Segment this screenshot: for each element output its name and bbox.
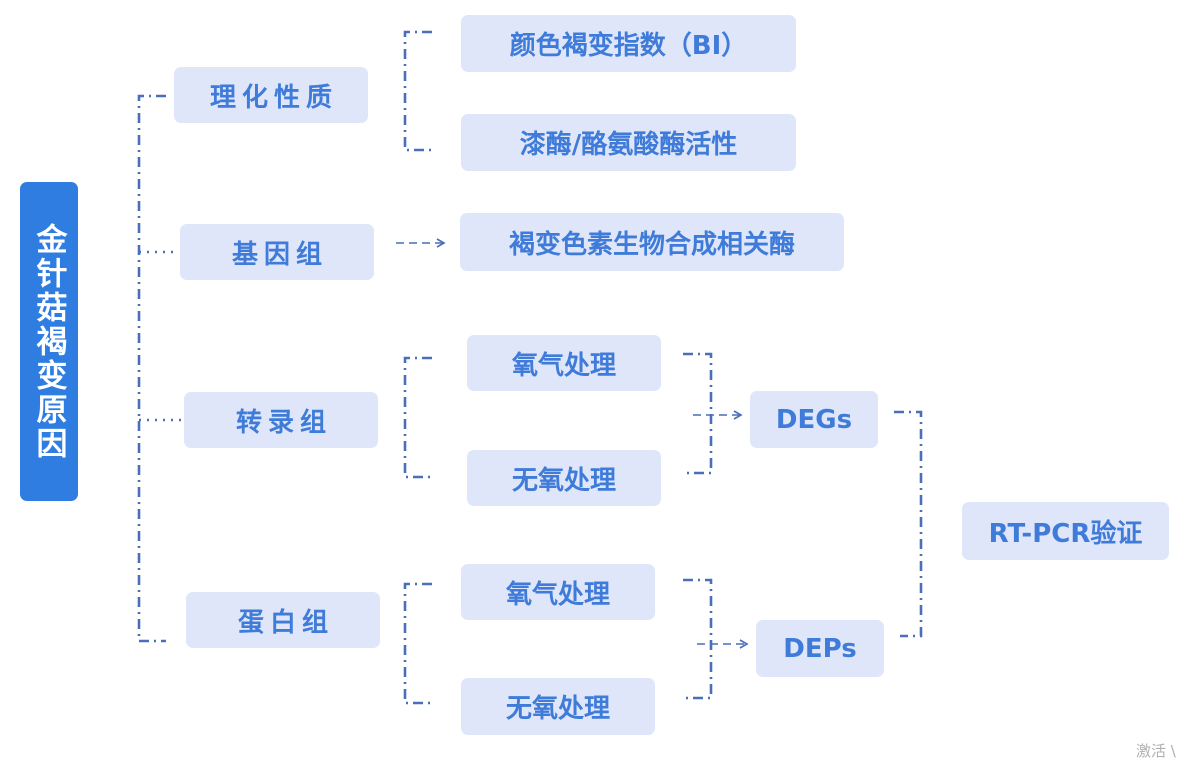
transcriptome-right-bracket (683, 352, 713, 475)
category-genome: 基因组 (180, 224, 374, 280)
validation-node: RT-PCR验证 (962, 502, 1169, 560)
transcriptome-left-bracket (403, 356, 432, 479)
category-proteome: 蛋白组 (186, 592, 380, 648)
root-label: 金针菇褐变原因 (30, 222, 67, 461)
proteome-right-bracket (683, 578, 713, 700)
category-transcriptome: 转录组 (184, 392, 378, 448)
validation-bracket (894, 410, 923, 638)
browning-index-node: 颜色褐变指数（BI） (461, 15, 796, 72)
enzyme-activity-node: 漆酶/酪氨酸酶活性 (461, 114, 796, 171)
transcriptome-anoxic-node: 无氧处理 (467, 450, 661, 506)
proteome-oxygen-node: 氧气处理 (461, 564, 655, 620)
degs-node: DEGs (750, 391, 878, 448)
deps-node: DEPs (756, 620, 884, 677)
physicochemical-bracket (403, 30, 432, 152)
transcriptome-oxygen-node: 氧气处理 (467, 335, 661, 391)
proteome-anoxic-node: 无氧处理 (461, 678, 655, 735)
root-bracket (137, 94, 166, 643)
related-enzymes-node: 褐变色素生物合成相关酶 (460, 213, 844, 271)
watermark-text: 激活 \ (1136, 742, 1176, 760)
proteome-left-bracket (403, 582, 432, 705)
root-node: 金针菇褐变原因 (20, 182, 78, 501)
category-physicochemical: 理化性质 (174, 67, 368, 123)
